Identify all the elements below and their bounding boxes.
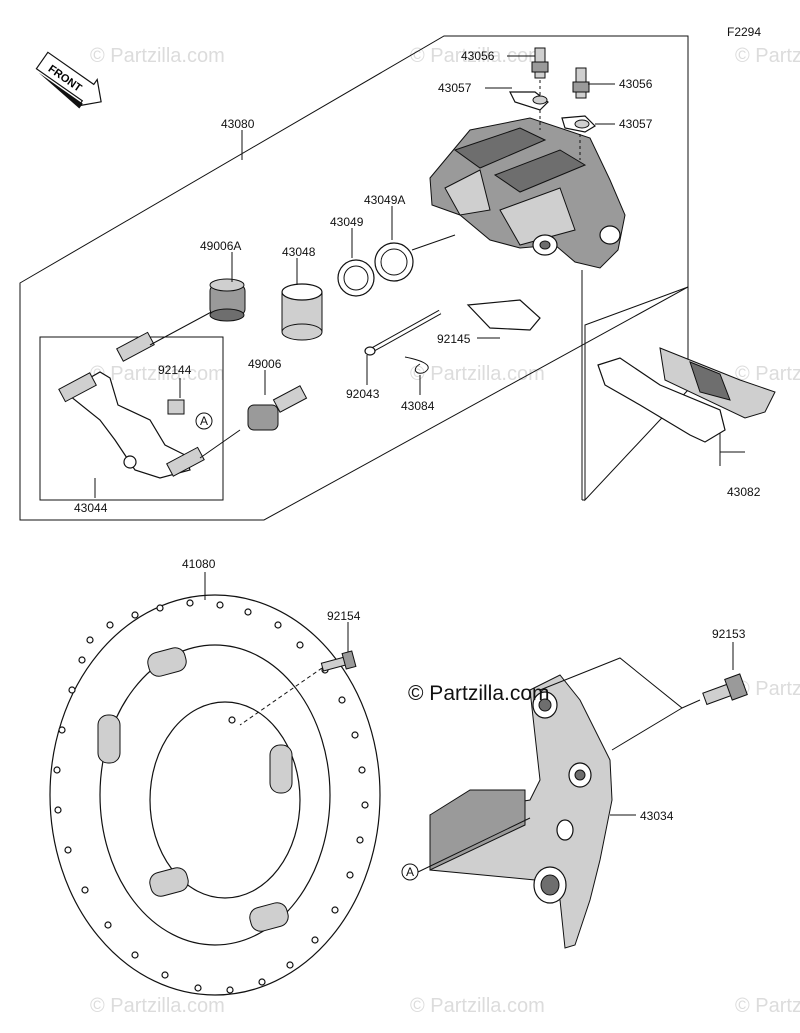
part-label[interactable]: 49006A: [200, 239, 241, 253]
part-label[interactable]: 92043: [346, 387, 380, 401]
leader-line: [417, 817, 531, 873]
spring-92145: [466, 299, 541, 331]
caliper-body: [429, 117, 626, 269]
bleeder-cap-left: [509, 91, 549, 111]
bleeder-screw-right: [572, 67, 590, 99]
pin-92043: [364, 309, 442, 356]
watermark: © Partzilla.com: [90, 45, 225, 67]
part-label[interactable]: 43034: [640, 809, 674, 823]
piston-43048: [281, 283, 323, 341]
bleeder-cap-right: [561, 115, 596, 160]
part-label[interactable]: 43080: [221, 117, 255, 131]
bracket-43044: [58, 309, 241, 479]
ref-marker-a-upper: A: [195, 412, 213, 430]
part-label[interactable]: 43049A: [364, 193, 405, 207]
ref-marker-a-lower: A: [401, 863, 419, 881]
svg-text:A: A: [406, 865, 414, 879]
copyright-text: © Partzilla.com: [408, 682, 550, 705]
watermark: © Partzilla.com: [410, 995, 545, 1017]
part-label[interactable]: 43082: [727, 485, 761, 499]
figure-id: F2294: [727, 25, 761, 39]
part-label[interactable]: 92154: [327, 609, 361, 623]
caliper-bracket-43034: [429, 674, 613, 949]
part-label[interactable]: 43044: [74, 501, 108, 515]
watermark: © Partzilla.com: [90, 995, 225, 1017]
svg-text:A: A: [200, 414, 208, 428]
part-label[interactable]: 43056: [619, 77, 653, 91]
part-label[interactable]: 43057: [438, 81, 472, 95]
part-label[interactable]: 92153: [712, 627, 746, 641]
watermark: © Partzilla.com: [735, 363, 800, 385]
watermark: © Partzilla.com: [735, 995, 800, 1017]
part-label[interactable]: 43049: [330, 215, 364, 229]
watermark: © Partzilla.com: [735, 678, 800, 700]
part-label[interactable]: 43057: [619, 117, 653, 131]
watermark: © Partzilla.com: [90, 363, 225, 385]
watermark: © Partzilla.com: [735, 45, 800, 67]
watermark: © Partzilla.com: [410, 45, 545, 67]
bolt-92153: [702, 673, 748, 706]
boot-49006A: [209, 278, 246, 322]
leader-line: [411, 234, 456, 251]
bracket-outline: [39, 336, 224, 501]
leader-line: [681, 699, 701, 709]
brake-pad-43082: [597, 347, 776, 443]
seal-43049: [337, 259, 375, 297]
part-label[interactable]: 41080: [182, 557, 216, 571]
part-label[interactable]: 43084: [401, 399, 435, 413]
clip-43084: [404, 356, 429, 374]
boot-49006: [247, 385, 308, 431]
screw-92154: [239, 650, 357, 726]
part-label[interactable]: 92145: [437, 332, 471, 346]
watermark: © Partzilla.com: [410, 363, 545, 385]
pad-spring-92144: [167, 399, 185, 415]
brake-disc-41080: [49, 594, 381, 996]
seal-43049A: [374, 242, 414, 282]
part-label[interactable]: 92144: [158, 363, 192, 377]
part-label[interactable]: 43056: [461, 49, 495, 63]
leader-line: [539, 657, 683, 751]
part-label[interactable]: 49006: [248, 357, 282, 371]
part-label[interactable]: 43048: [282, 245, 316, 259]
